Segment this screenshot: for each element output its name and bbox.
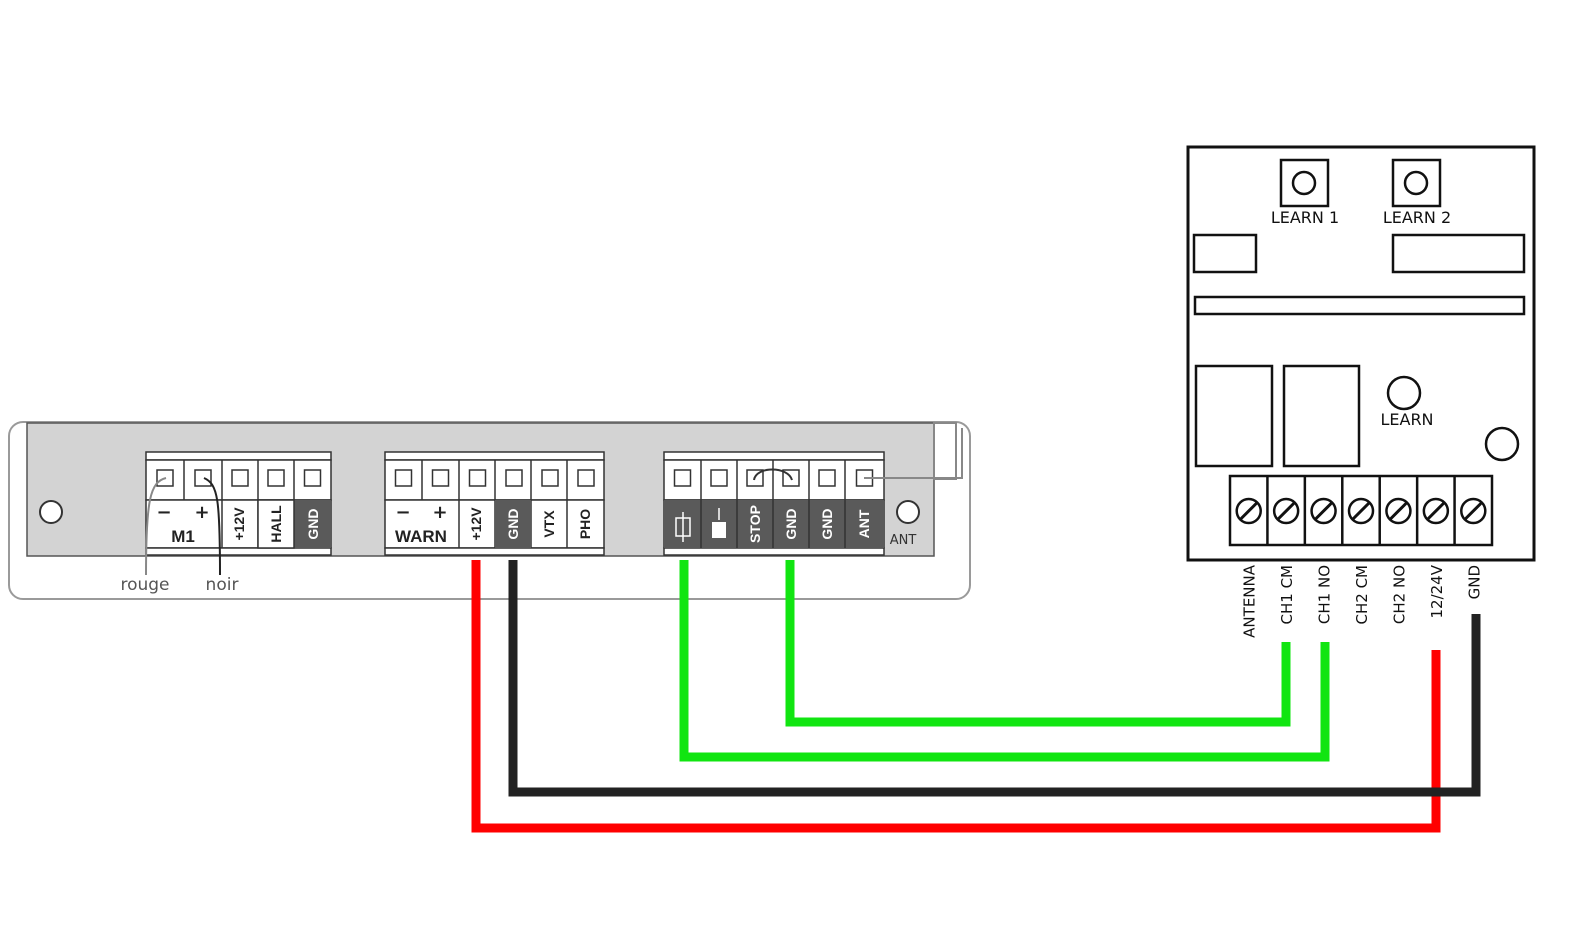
learn1-label: LEARN 1 — [1271, 208, 1339, 227]
learn1-button-icon — [1291, 170, 1317, 196]
motor-terminal-label: +12V — [231, 507, 247, 541]
wires — [471, 560, 1481, 833]
green-wire-gnd-to-ch1cm — [785, 560, 1291, 727]
receiver-terminal-label: CH2 NO — [1390, 565, 1408, 624]
warn-terminal-label: VTX — [541, 510, 557, 538]
stop-jumper — [753, 468, 793, 481]
input-terminal-cells — [673, 469, 874, 487]
mounting-hole-right — [896, 500, 920, 524]
receiver-terminal-label: CH1 NO — [1316, 565, 1334, 624]
screw-slot — [1239, 501, 1258, 521]
motor-terminal-label: HALL — [268, 505, 284, 543]
antenna-wire — [864, 428, 963, 479]
motor-minus-sign: − — [156, 502, 171, 523]
terminal-socket — [673, 469, 692, 487]
screw-slot — [1277, 501, 1296, 521]
learn-button — [1386, 375, 1422, 411]
receiver-terminal-label: ANTENNA — [1241, 564, 1259, 638]
input-terminal-label: ANT — [856, 509, 872, 538]
learn-label: LEARN — [1380, 410, 1433, 429]
component-small — [1192, 233, 1258, 274]
screw-slot — [1464, 501, 1483, 521]
input-terminal-block: STOP GND GND ANT — [663, 428, 963, 556]
rouge-label: rouge — [120, 575, 169, 595]
ant-label: ANT — [890, 533, 917, 548]
screw-slot — [1389, 501, 1408, 521]
terminal-socket — [505, 469, 523, 487]
screw-slot — [1426, 501, 1445, 521]
receiver-terminal-labels: ANTENNA CH1 CM CH1 NO CH2 CM CH2 NO 12/24V GND — [1241, 564, 1484, 638]
motor-red-lead — [145, 477, 167, 576]
terminal-socket — [231, 469, 249, 487]
learn2-button — [1391, 158, 1442, 208]
terminal-socket — [468, 469, 487, 487]
terminal-socket — [303, 469, 322, 487]
warn-label: WARN — [395, 527, 447, 546]
red-power-wire — [471, 560, 1441, 833]
warn-terminal-label: PHO — [577, 509, 593, 539]
warn-terminal-label: GND — [505, 508, 521, 539]
receiver-terminal-label: CH1 CM — [1278, 565, 1296, 624]
screw-slot — [1314, 501, 1333, 521]
receiver-terminal-label: GND — [1465, 565, 1483, 599]
receiver-terminal-label: 12/24V — [1428, 564, 1446, 618]
receiver-module: LEARN 1 LEARN 2 LEARN ANTENNA CH1 CM CH1 N… — [1186, 145, 1536, 638]
motor-terminal-cells — [156, 469, 322, 487]
terminal-socket — [541, 469, 559, 487]
terminal-socket — [710, 469, 728, 487]
component-wide — [1391, 233, 1526, 274]
black-ground-wire — [508, 560, 1481, 797]
motor-black-lead — [203, 477, 221, 576]
input-terminal-label: GND — [819, 508, 835, 539]
motor-terminal-block: − + M1 +12V HALL GND rouge noir — [120, 451, 332, 595]
learn2-button-icon — [1403, 170, 1429, 196]
relay-2 — [1282, 364, 1361, 468]
terminal-socket — [267, 469, 285, 487]
warn-terminal-label: +12V — [468, 507, 484, 541]
learn2-label: LEARN 2 — [1383, 208, 1451, 227]
gate-open-icon — [675, 512, 691, 542]
terminal-socket — [431, 469, 450, 487]
noir-label: noir — [206, 575, 239, 595]
warn-terminal-cells — [394, 469, 595, 487]
input-terminal-label: STOP — [747, 505, 763, 543]
terminal-socket — [194, 469, 212, 487]
component-strip — [1193, 295, 1526, 316]
motor-terminal-label: GND — [305, 508, 321, 539]
motor-m1-label: M1 — [171, 527, 195, 546]
green-wire-open-to-ch1no — [679, 560, 1330, 762]
terminal-socket — [818, 469, 836, 487]
gate-close-icon — [712, 508, 726, 538]
terminal-socket — [577, 469, 595, 487]
led-indicator — [1484, 426, 1520, 462]
warn-minus-sign: − — [395, 502, 410, 523]
screw-slot — [1351, 501, 1371, 521]
input-terminal-label: GND — [783, 508, 799, 539]
motor-plus-sign: + — [194, 502, 209, 523]
antenna-bracket — [933, 422, 957, 480]
learn1-button — [1279, 158, 1330, 208]
warn-terminal-block: − + WARN +12V GND VTX PHO — [384, 451, 605, 556]
receiver-terminal-label: CH2 CM — [1353, 565, 1371, 624]
terminal-socket — [394, 469, 413, 487]
mounting-hole-left — [39, 500, 63, 524]
relay-1 — [1194, 364, 1274, 468]
receiver-screw-terminals — [1235, 476, 1487, 545]
warn-plus-sign: + — [432, 502, 447, 523]
